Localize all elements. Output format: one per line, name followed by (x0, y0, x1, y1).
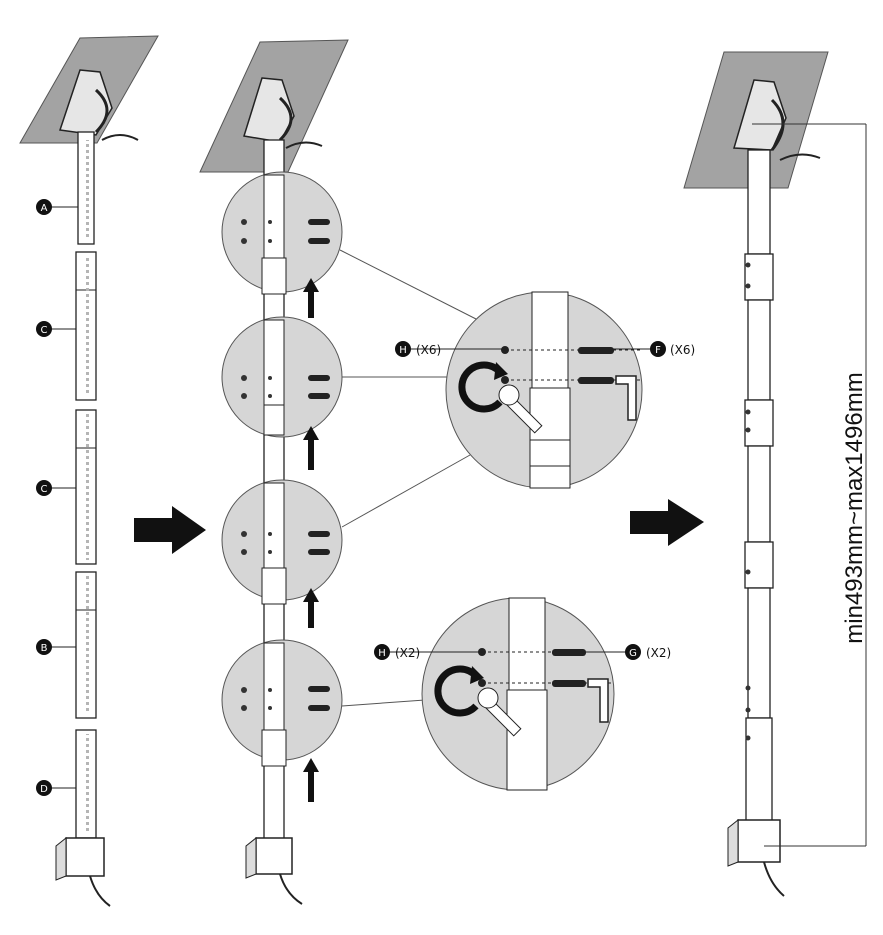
svg-text:H: H (378, 648, 386, 659)
svg-text:C: C (41, 325, 48, 336)
wrench-icon (477, 687, 522, 737)
detail-circle-3 (221, 479, 343, 605)
arrow-right-icon (630, 499, 704, 546)
callout-g-x2: G (X2) (575, 644, 671, 660)
svg-text:A: A (41, 203, 48, 214)
dimension-bracket (752, 123, 867, 847)
rotate-arrow-icon (434, 665, 479, 717)
svg-text:H: H (399, 345, 407, 356)
arrow-up-icon (303, 758, 319, 802)
connector-lines (339, 249, 479, 707)
detail-lower: H (X2) G (X2) (374, 597, 671, 791)
solar-panel-icon (199, 39, 349, 173)
part-label-b: B (36, 639, 76, 655)
detail-circle-2 (221, 316, 343, 438)
callout-h-x6: H (X6) (395, 341, 505, 357)
part-label-a: A (36, 199, 78, 215)
arrow-up-icon (303, 426, 319, 470)
hex-key-icon (615, 375, 637, 421)
svg-text:B: B (41, 643, 48, 654)
base-bracket (727, 818, 785, 897)
svg-text:G: G (629, 648, 637, 659)
solar-panel-icon (19, 35, 159, 144)
svg-text:(X2): (X2) (395, 646, 420, 660)
base-bracket (55, 836, 111, 907)
assembly-pole (199, 39, 349, 905)
svg-text:(X2): (X2) (646, 646, 671, 660)
svg-text:(X6): (X6) (670, 343, 695, 357)
callout-f-x6: F (X6) (600, 341, 695, 357)
hex-key-icon (587, 678, 609, 723)
svg-text:(X6): (X6) (416, 343, 441, 357)
arrow-right-icon (134, 506, 206, 554)
detail-circle-1 (221, 171, 343, 295)
solar-panel-icon (683, 51, 829, 189)
part-label-c-1: C (36, 321, 76, 337)
wrench-icon (498, 384, 543, 434)
part-label-d: D (36, 780, 76, 796)
rotate-arrow-icon (458, 361, 503, 413)
dimension-label: min493mm~max1496mm (841, 372, 868, 643)
finished-pole: min493mm~max1496mm (683, 51, 868, 897)
svg-text:F: F (655, 345, 661, 356)
exploded-pole: A C C B D (19, 35, 159, 907)
callout-h-x2: H (X2) (374, 644, 482, 660)
detail-upper: H (X6) F (X6) (395, 291, 695, 489)
svg-text:C: C (41, 484, 48, 495)
svg-text:D: D (40, 784, 48, 795)
part-label-c-2: C (36, 480, 76, 496)
arrow-up-icon (303, 588, 319, 628)
arrow-up-icon (303, 278, 319, 318)
base-bracket (245, 836, 303, 905)
detail-circle-4 (221, 639, 343, 767)
